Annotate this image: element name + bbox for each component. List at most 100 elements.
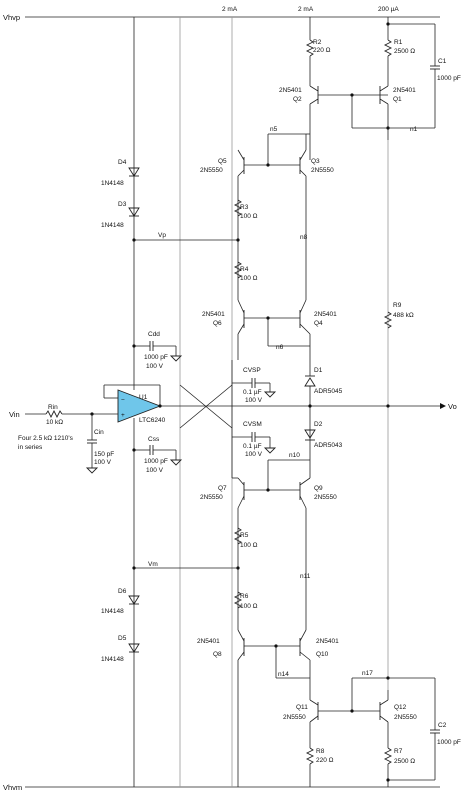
q7-ref: Q7: [218, 485, 227, 492]
node-n17-label: n17: [362, 670, 373, 677]
r9-value: 488 kΩ: [393, 312, 414, 319]
q2-part: 2N5401: [279, 87, 302, 94]
u1-part: LTC6240: [139, 417, 166, 424]
q3-ref: Q3: [311, 158, 320, 165]
r3-value: 100 Ω: [240, 213, 258, 220]
cdd-value: 1000 pF: [144, 354, 168, 361]
r1-value: 2500 Ω: [394, 48, 415, 55]
cvsp-value: 0.1 µF: [243, 389, 262, 396]
node-n10-label: n10: [289, 452, 300, 459]
d3-part: 1N4148: [101, 222, 124, 229]
d5-ref: D5: [118, 635, 127, 642]
cvsp-ref: CVSP: [243, 367, 261, 374]
r2-value: 220 Ω: [313, 47, 331, 54]
rin-note-1: Four 2.5 kΩ 1210's: [18, 435, 74, 442]
c2-value: 1000 pF: [437, 739, 461, 746]
resistor-r1: [383, 39, 393, 57]
reference-section: D1 ADR5045 D2 ADR5043 Vo CVSP 0.1 µF 100…: [160, 367, 457, 478]
resistor-r4: [233, 261, 243, 279]
diode-d3: [128, 207, 140, 217]
q12-ref: Q12: [394, 704, 407, 711]
r8-ref: R8: [316, 748, 325, 755]
d3-ref: D3: [118, 201, 127, 208]
diode-d4: [128, 167, 140, 177]
clamp-diodes: D4 1N4148 D3 1N4148 D6 1N4148 D5 1N4148: [101, 159, 140, 663]
supply-rails: Vhvp Vhvm 2 mA 2 mA 200 µA: [3, 6, 440, 792]
resistor-r2: [305, 39, 315, 57]
c2-ref: C2: [438, 722, 447, 729]
d4-ref: D4: [118, 159, 127, 166]
vin-label: Vin: [9, 410, 20, 419]
node-n14-label: n14: [278, 671, 289, 678]
node-n1-label: n1: [410, 126, 418, 133]
bottom-current-mirror: Q11 2N5550 n17 Q12 2N5550 R8 220 Ω R7 25…: [283, 670, 461, 787]
q1-ref: Q1: [393, 96, 402, 103]
zener-d1: [304, 377, 316, 387]
u1-ref: U1: [139, 394, 148, 401]
r3-ref: R3: [240, 204, 249, 211]
q3-part: 2N5550: [311, 167, 334, 174]
feedback-resistor: R9 488 kΩ: [383, 302, 414, 329]
resistor-r3: [233, 199, 243, 217]
rin-note-2: in series: [18, 444, 43, 451]
zener-d2: [304, 429, 316, 439]
opamp-u1: [117, 389, 162, 423]
q2-ref: Q2: [293, 96, 302, 103]
node-n6-label: n6: [276, 344, 284, 351]
q4-ref: Q4: [314, 320, 323, 327]
q6-ref: Q6: [213, 320, 222, 327]
r4-ref: R4: [240, 266, 249, 273]
diode-d6: [128, 595, 140, 605]
diode-d5: [128, 643, 140, 653]
vhvm-label: Vhvm: [3, 783, 22, 792]
current-left-label: 2 mA: [222, 6, 238, 13]
node-vp-label: Vp: [158, 232, 166, 239]
q7-part: 2N5550: [200, 494, 223, 501]
r6-value: 100 Ω: [240, 603, 258, 610]
cdd-ref: Cdd: [148, 331, 160, 338]
node-n8-label: n8: [300, 234, 308, 241]
d1-part: ADR5045: [314, 388, 343, 395]
d5-part: 1N4148: [101, 656, 124, 663]
q4-part: 2N5401: [314, 311, 337, 318]
d6-ref: D6: [118, 588, 127, 595]
d1-ref: D1: [314, 367, 323, 374]
q5-part: 2N5550: [200, 167, 223, 174]
opamp-plus: +: [121, 412, 125, 419]
cin-value: 150 pF: [94, 451, 114, 458]
q11-part: 2N5550: [283, 714, 306, 721]
cin-voltage: 100 V: [94, 459, 112, 466]
r6-ref: R6: [240, 593, 249, 600]
node-vm-label: Vm: [148, 561, 158, 568]
upper-pnp-stage: 2N5401 Q6 2N5401 Q4 n6: [202, 299, 337, 360]
cvsm-ref: CVSM: [243, 421, 262, 428]
d6-part: 1N4148: [101, 608, 124, 615]
cvsm-voltage: 100 V: [245, 451, 263, 458]
r9-ref: R9: [393, 302, 402, 309]
c1-value: 1000 pF: [437, 75, 461, 82]
r2-ref: R2: [313, 39, 322, 46]
r7-value: 2500 Ω: [394, 758, 415, 765]
lower-pnp-stage: 2N5401 Q8 2N5401 Q10 n14: [197, 629, 339, 787]
q12-part: 2N5550: [394, 714, 417, 721]
current-right-label: 200 µA: [378, 6, 399, 13]
upper-npn-stage: n5 Q5 2N5550 Q3 2N5550 R3 100 Ω R4 100 Ω…: [132, 126, 334, 282]
vo-label: Vo: [448, 402, 457, 411]
r5-value: 100 Ω: [240, 542, 258, 549]
resistor-r8: [305, 747, 315, 765]
resistor-r5: [233, 527, 243, 545]
resistor-r6: [233, 591, 243, 609]
opamp-minus: −: [121, 397, 125, 404]
r7-ref: R7: [394, 748, 403, 755]
q1-part: 2N5401: [393, 87, 416, 94]
q9-part: 2N5550: [314, 494, 337, 501]
node-n5-label: n5: [270, 126, 278, 133]
r8-value: 220 Ω: [316, 757, 334, 764]
css-value: 1000 pF: [144, 458, 168, 465]
rin-ref: Rin: [48, 404, 58, 411]
rin-value: 10 kΩ: [46, 419, 63, 426]
d2-ref: D2: [314, 421, 323, 428]
opamp-section: Cdd 1000 pF 100 V Css 1000 pF 100 V − + …: [9, 331, 183, 474]
vhvp-label: Vhvp: [3, 13, 20, 22]
